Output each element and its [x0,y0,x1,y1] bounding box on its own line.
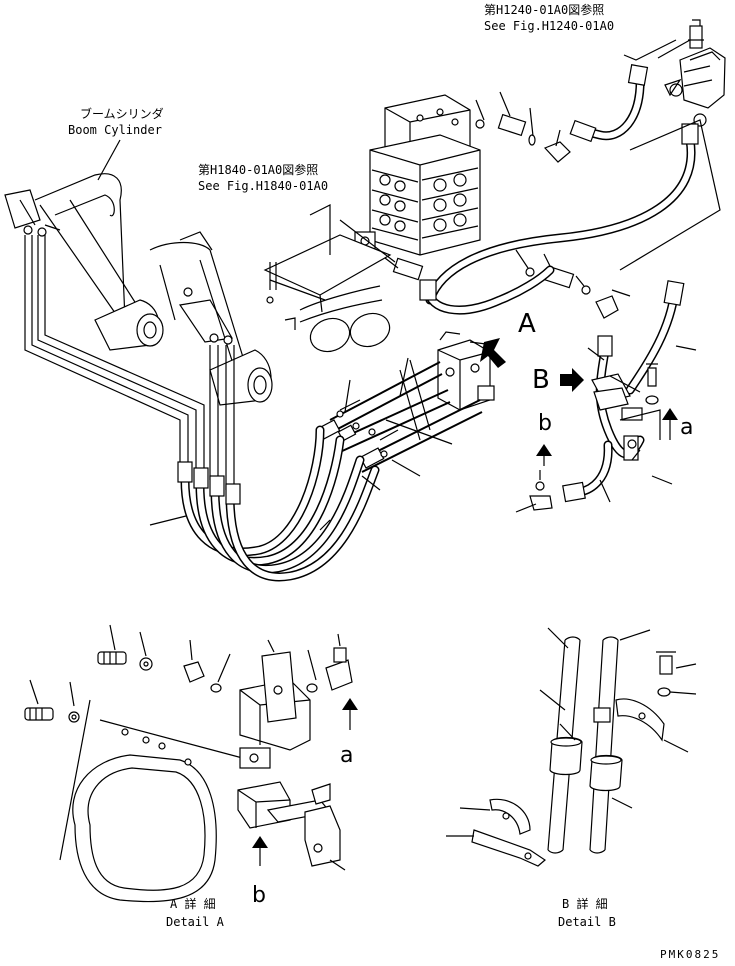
detail-a [24,624,353,903]
pipe-loops [299,285,391,353]
detail-a-title-jp: A 詳 細 [170,897,216,911]
fittings-top-middle [475,91,631,319]
ref-h1240-en: See Fig.H1240-01A0 [484,19,615,33]
top-hoses [425,64,721,395]
drawing-code: PMK0825 [660,948,721,961]
detail-b [446,627,697,867]
detail-b-title-en: Detail B [558,915,616,929]
metal-pipes [329,359,483,473]
view-marker-a-small: a [680,415,694,440]
ref-h1240-jp: 第H1240-01A0図参照 [484,3,605,17]
ref-h1840-en: See Fig.H1840-01A0 [198,179,329,193]
view-marker-b-upper: B [532,365,550,395]
cylinder-pipes [24,235,235,490]
pipe-fittings [315,410,388,469]
misc-leaders [675,345,697,351]
view-marker-a-upper: A [518,309,536,339]
boom-cylinder-left [4,173,164,351]
boom-cylinder-jp: ブームシリンダ [80,107,164,121]
block-a [437,331,495,411]
boom-cylinder-en: Boom Cylinder [68,123,162,137]
valve-bracket [263,204,424,330]
valve-hose [419,265,555,315]
leader-lines-upper [97,139,673,531]
ref-h1840-jp: 第H1840-01A0図参照 [198,163,319,177]
detail-b-title-jp: B 詳 細 [562,897,608,911]
detail-a-marker-a: a [340,743,354,768]
hose-bundle [177,425,380,582]
view-marker-b-small: b [538,411,552,436]
boom-cylinder-right [149,231,273,406]
control-valve-block [354,94,481,256]
view-arrows [252,338,678,866]
b-bracket-assembly [529,335,661,511]
detail-a-marker-b: b [252,883,266,908]
detail-a-title-en: Detail A [166,915,224,929]
